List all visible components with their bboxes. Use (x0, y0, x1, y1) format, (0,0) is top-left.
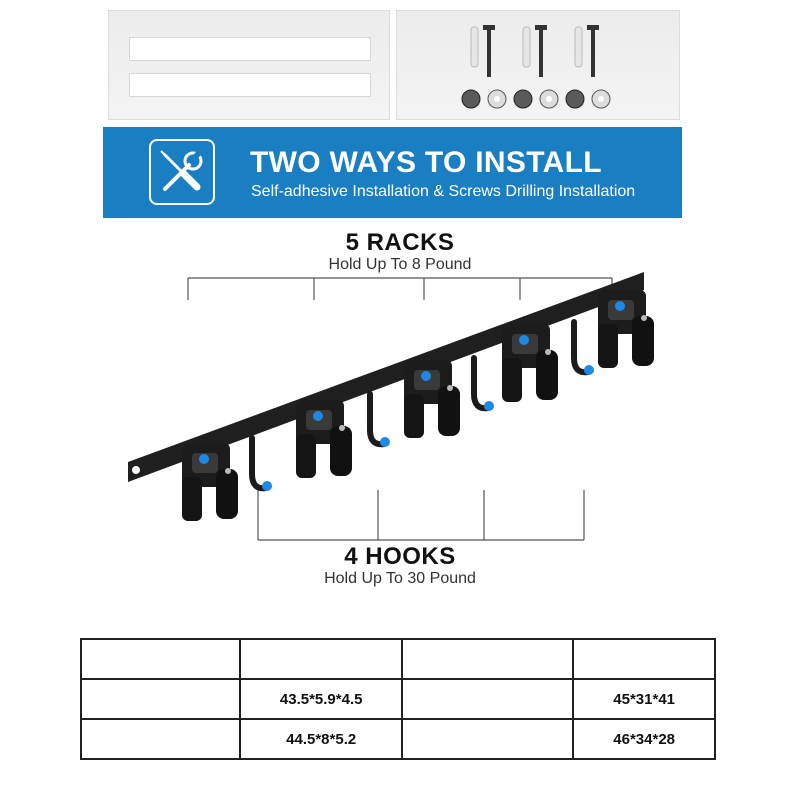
table-cell (401, 718, 575, 760)
grip-arm (404, 394, 424, 438)
table-cell (79, 678, 242, 720)
hook (571, 319, 594, 376)
spec-table: 43.5*5.9*4.5 45*31*41 44.5*8*5.2 46*34*2… (79, 638, 716, 760)
rack-holder (182, 443, 238, 521)
racks-subheading: Hold Up To 8 Pound (328, 256, 472, 273)
wall-anchor (470, 26, 479, 68)
washer-hole (494, 96, 500, 102)
washer-hole (546, 96, 552, 102)
grip-arm (438, 386, 460, 436)
grip-arm (296, 434, 316, 478)
table-cell: 46*34*28 (572, 718, 716, 760)
tool-rack-illustration (128, 272, 654, 541)
rivet (339, 425, 345, 431)
table-cell (239, 638, 404, 680)
rivet (641, 315, 647, 321)
grip-arm (182, 477, 202, 521)
hook (249, 435, 272, 492)
racks-heading: 5 RACKS (345, 229, 455, 256)
mount-hole-icon (132, 466, 140, 474)
screws-panel (396, 10, 680, 120)
banner-subtitle: Self-adhesive Installation & Screws Dril… (251, 183, 636, 200)
adhesive-strip (129, 73, 371, 97)
rivet (225, 468, 231, 474)
hook-arm (367, 391, 387, 448)
wrench-screwdriver-icon (149, 139, 215, 205)
blue-grip-pad (519, 335, 529, 345)
table-cell (401, 678, 575, 720)
blue-grip-pad (421, 371, 431, 381)
screw-head (483, 25, 495, 30)
screw-set (461, 25, 507, 109)
screw-set (565, 25, 611, 109)
blue-grip-pad (313, 411, 323, 421)
blue-grip-pad (615, 301, 625, 311)
hooks-subheading: Hold Up To 30 Pound (324, 570, 476, 587)
table-cell (401, 638, 575, 680)
screw-head (535, 25, 547, 30)
rack-holder (598, 290, 654, 368)
table-cell: 43.5*5.9*4.5 (239, 678, 404, 720)
rack-holder (404, 360, 460, 438)
washer (565, 89, 585, 109)
adhesive-strip (129, 37, 371, 61)
adhesive-tape-panel (108, 10, 390, 120)
hook (367, 391, 390, 448)
grip-arm (536, 350, 558, 400)
blue-grip-pad (199, 454, 209, 464)
hook-tip (380, 437, 390, 447)
hooks-heading: 4 HOOKS (344, 543, 456, 570)
grip-arm (598, 324, 618, 368)
table-cell (79, 638, 242, 680)
grip-arm (330, 426, 352, 476)
install-banner: TWO WAYS TO INSTALL Self-adhesive Instal… (103, 127, 682, 218)
rack-holder (296, 400, 352, 478)
table-row: 43.5*5.9*4.5 45*31*41 (79, 678, 716, 720)
table-cell: 44.5*8*5.2 (239, 718, 404, 760)
hook-tip (584, 365, 594, 375)
screw-set (513, 25, 559, 109)
rack-holder (502, 324, 558, 402)
grip-arm (216, 469, 238, 519)
table-row: 44.5*8*5.2 46*34*28 (79, 718, 716, 760)
rivet (545, 349, 551, 355)
washer (513, 89, 533, 109)
grip-arm (502, 358, 522, 402)
washer (461, 89, 481, 109)
table-cell (79, 718, 242, 760)
wall-anchor (522, 26, 531, 68)
hook-arm (471, 355, 491, 412)
hook-tip (484, 401, 494, 411)
hook (471, 355, 494, 412)
table-cell: 45*31*41 (572, 678, 716, 720)
hook-arm (249, 435, 269, 492)
screws-anchors-image (461, 25, 611, 109)
screw-head (587, 25, 599, 30)
hook-tip (262, 481, 272, 491)
hook-arm (571, 319, 591, 376)
wall-anchor (574, 26, 583, 68)
rivet (447, 385, 453, 391)
grip-arm (632, 316, 654, 366)
table-row (79, 638, 716, 680)
table-cell (572, 638, 716, 680)
banner-title: TWO WAYS TO INSTALL (250, 146, 602, 179)
washer-hole (598, 96, 604, 102)
